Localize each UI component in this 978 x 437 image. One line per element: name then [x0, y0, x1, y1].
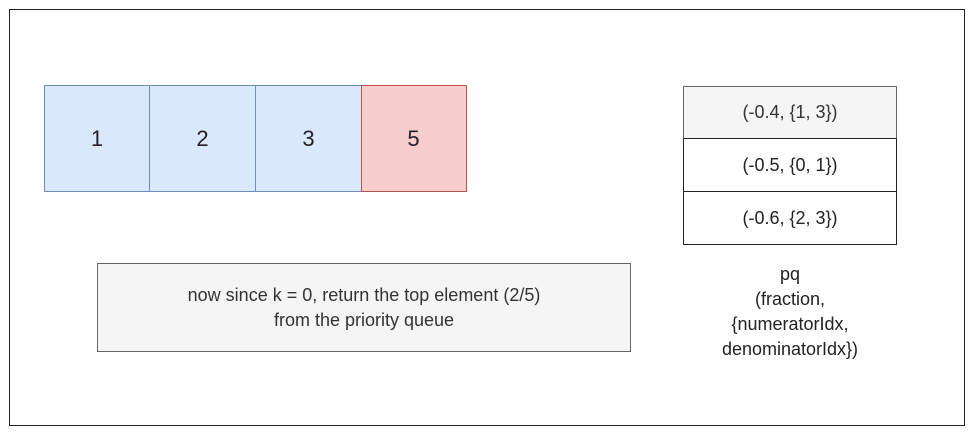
priority-queue: (-0.4, {1, 3}) (-0.5, {0, 1}) (-0.6, {2,… — [683, 86, 897, 245]
pq-label-line-1: pq — [779, 264, 801, 284]
explanation-line-1: now since k = 0, return the top element … — [187, 284, 541, 305]
pq-entry-top: (-0.4, {1, 3}) — [683, 86, 897, 139]
pq-label-line-4: denominatorIdx}) — [721, 339, 859, 359]
array-cell-3: 3 — [256, 85, 362, 192]
pq-label: pq (fraction, {numeratorIdx, denominator… — [683, 262, 897, 362]
pq-entry-3: (-0.6, {2, 3}) — [683, 192, 897, 245]
diagram-frame — [9, 9, 965, 426]
explanation-line-2: from the priority queue — [273, 309, 455, 330]
explanation-text: now since k = 0, return the top element … — [188, 283, 541, 333]
pq-label-line-2: (fraction, — [754, 289, 826, 309]
array-cell-1: 1 — [44, 85, 150, 192]
array-cell-2: 2 — [150, 85, 256, 192]
pq-label-line-3: {numeratorIdx, — [731, 314, 849, 334]
pq-entry-2: (-0.5, {0, 1}) — [683, 139, 897, 192]
explanation-note: now since k = 0, return the top element … — [97, 263, 631, 352]
array-cell-4-highlighted: 5 — [360, 85, 467, 192]
number-array: 1 2 3 5 — [44, 85, 467, 192]
